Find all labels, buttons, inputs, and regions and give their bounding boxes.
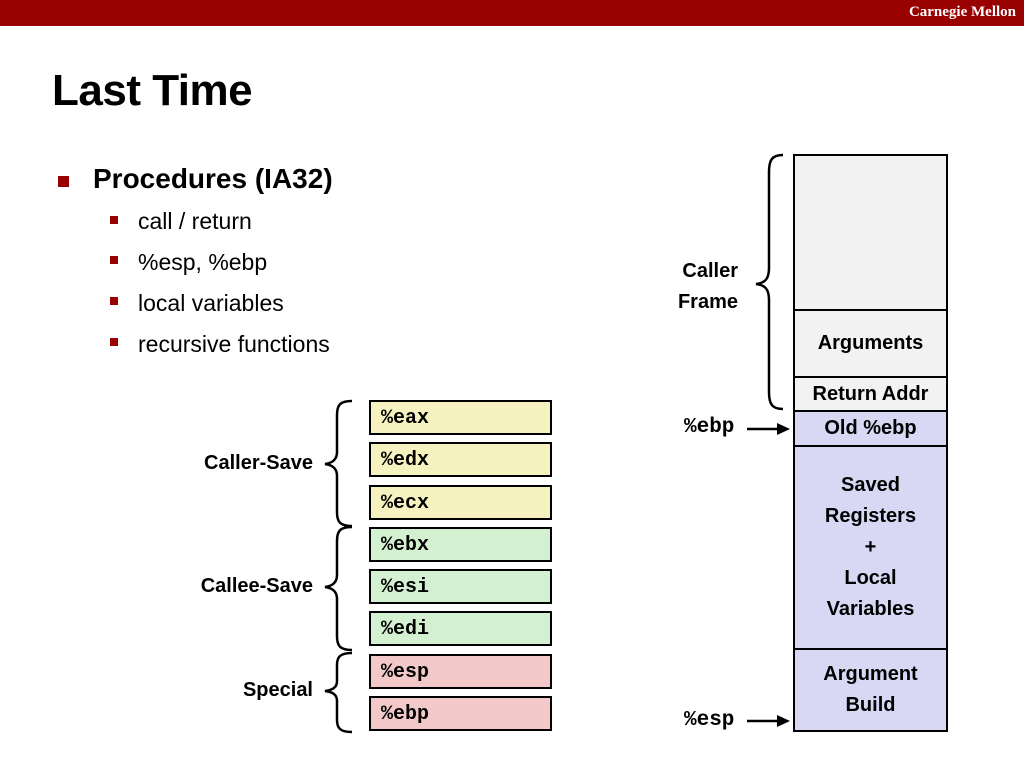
- caller-frame-brace-icon: [755, 153, 784, 411]
- callee-save-label: Callee-Save: [200, 575, 313, 597]
- sub-bullet-icon: [110, 338, 118, 346]
- stack-saved-line2: Registers: [824, 505, 917, 527]
- stack-argument-build-line1: Argument: [823, 663, 918, 685]
- register-ebp: %ebp: [369, 696, 552, 731]
- stack-return-addr-text: Return Addr: [812, 382, 929, 405]
- register-edi: %edi: [369, 611, 552, 646]
- stack-arguments: Arguments: [793, 309, 948, 378]
- register-ebx: %ebx: [369, 527, 552, 562]
- stack-saved-registers-locals: Saved Registers + Local Variables: [793, 445, 948, 650]
- sub-bullet-icon: [110, 216, 118, 224]
- caller-save-label: Caller-Save: [204, 452, 313, 474]
- stack-saved-line4: Local: [844, 567, 897, 589]
- stack-old-ebp-text: Old %ebp: [824, 417, 917, 439]
- slide-title: Last Time: [52, 66, 253, 115]
- bullet-procedures: Procedures (IA32): [93, 163, 333, 194]
- callee-save-brace-icon: [324, 525, 353, 652]
- caller-save-brace-icon: [324, 399, 353, 528]
- stack-old-ebp: Old %ebp: [793, 410, 948, 447]
- ebp-arrow-icon: [777, 423, 790, 435]
- caller-frame-label: Caller Frame: [660, 256, 738, 318]
- stack-return-addr: Return Addr: [793, 376, 948, 412]
- register-edx: %edx: [369, 442, 552, 477]
- stack-caller-frame-empty: [793, 154, 948, 311]
- ebp-pointer-label: %ebp: [684, 416, 735, 439]
- sub-bullet-recursive-functions: recursive functions: [138, 331, 330, 357]
- stack-argument-build-line2: Build: [845, 694, 896, 716]
- register-ecx: %ecx: [369, 485, 552, 520]
- stack-saved-line5: Variables: [826, 598, 915, 620]
- sub-bullet-icon: [110, 297, 118, 305]
- sub-bullet-local-variables: local variables: [138, 290, 284, 316]
- stack-argument-build: Argument Build: [793, 648, 948, 732]
- sub-bullet-esp-ebp: %esp, %ebp: [138, 249, 268, 275]
- bullet-square-icon: [58, 176, 69, 187]
- register-esi: %esi: [369, 569, 552, 604]
- sub-bullet-call-return: call / return: [138, 208, 252, 234]
- register-eax: %eax: [369, 400, 552, 435]
- esp-pointer-label: %esp: [684, 709, 735, 732]
- register-esp: %esp: [369, 654, 552, 689]
- sub-bullet-icon: [110, 256, 118, 264]
- special-label: Special: [242, 679, 313, 701]
- stack-saved-line1: Saved: [841, 474, 900, 496]
- special-brace-icon: [324, 651, 353, 734]
- esp-arrow-icon: [777, 715, 790, 727]
- caller-frame-label-line2: Frame: [677, 291, 738, 313]
- header-bar: Carnegie Mellon: [0, 0, 1024, 26]
- stack-arguments-text: Arguments: [817, 332, 924, 354]
- caller-frame-label-line1: Caller: [682, 260, 738, 282]
- brand-text: Carnegie Mellon: [908, 4, 1016, 20]
- stack-saved-line3: +: [864, 536, 877, 558]
